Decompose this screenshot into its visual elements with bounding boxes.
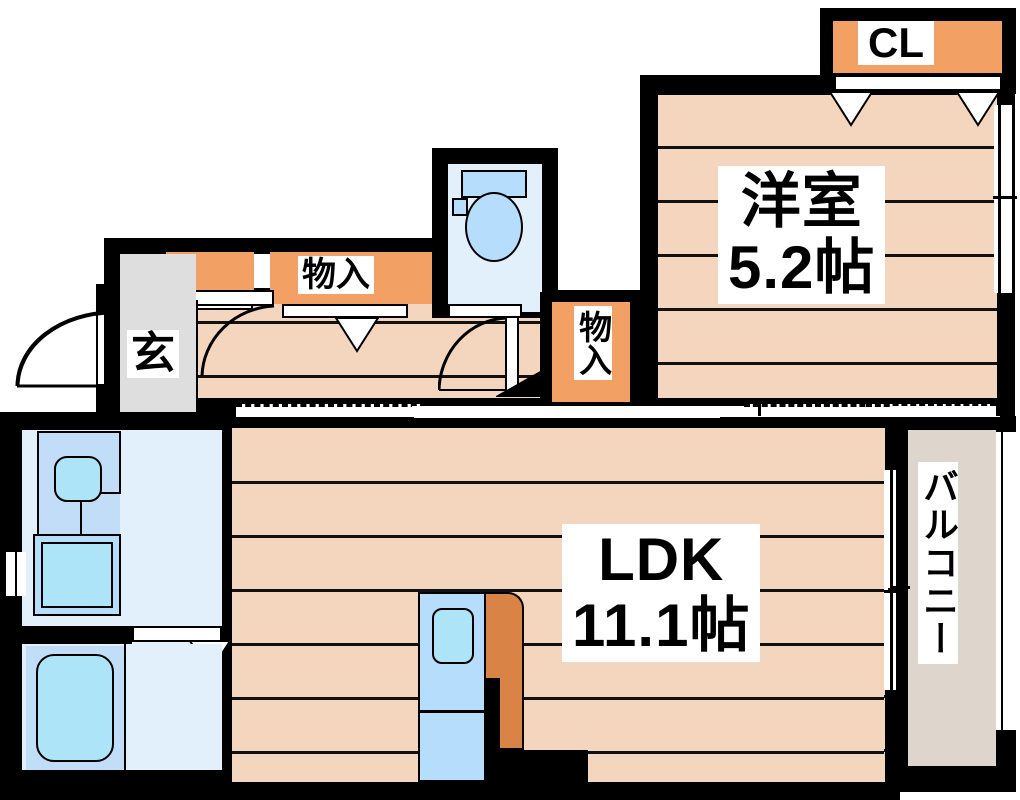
- balcony-rail-line-overlay: [1001, 432, 1003, 730]
- closet-cl-label: CL: [858, 21, 934, 65]
- bedroom-left-wall: [640, 75, 658, 415]
- bedroom-window-cross: [993, 196, 1017, 199]
- toilet-door-fold: [496, 368, 546, 398]
- toilet-handle: [452, 198, 468, 216]
- bedroom-sash-left[interactable]: [658, 406, 744, 417]
- closet-v-left: [828, 91, 874, 127]
- ldk-floor-fill: [232, 430, 884, 770]
- ldk-size-text: 11.1帖: [572, 592, 751, 659]
- closet-v-right: [955, 91, 1001, 127]
- bedroom-window-line-a: [998, 105, 1001, 293]
- washroom-window-line: [15, 552, 17, 596]
- balcony-tick: [890, 586, 910, 589]
- entry-jamb-top: [96, 284, 120, 312]
- entry-hall-divider: [196, 300, 198, 412]
- bedroom-name-text: 洋室: [740, 168, 863, 235]
- balcony-label-overlay: バルコニー: [918, 462, 959, 664]
- ldk-floor-planks: [232, 430, 884, 770]
- toilet-bowl-overlay: [465, 192, 523, 262]
- hall-door-left-arc-overlay: [198, 304, 276, 378]
- toilet-door-arc-overlay: [437, 316, 514, 396]
- kitchen-counter-foot: [484, 750, 588, 782]
- hall-left-top-wall: [104, 238, 254, 254]
- washroom-access-door[interactable]: [132, 626, 222, 642]
- entry-jamb-bottom: [96, 384, 120, 412]
- hall-top-wall-segment: [252, 238, 444, 254]
- bathroom-edge-line: [124, 644, 126, 770]
- washroom-left-wall: [0, 412, 20, 800]
- bedroom-size-text: 5.2帖: [728, 234, 876, 301]
- ldk-name-text: LDK: [598, 526, 725, 593]
- bedroom-sliding-door-overlay[interactable]: [744, 404, 892, 417]
- ldk-sliding-door-overlay[interactable]: [236, 404, 426, 417]
- hall-closet-overlay-label: 物入: [298, 256, 374, 294]
- vanity-outline: [37, 431, 123, 547]
- hall-closet-overlay-door[interactable]: [282, 304, 408, 318]
- side-closet-overlay-label: 物入: [574, 306, 612, 380]
- ldk-label-overlay: LDK 11.1帖: [562, 524, 761, 662]
- kitchen-sink-split: [418, 710, 486, 713]
- ldk-sash-overlay[interactable]: [412, 406, 720, 417]
- washroom-top-wall: [0, 412, 232, 430]
- washroom-bottom-wall: [0, 770, 232, 800]
- entrance-door-overlay[interactable]: [14, 310, 116, 390]
- bathtub-overlay: [36, 654, 114, 762]
- closet-door-strip[interactable]: [834, 75, 1002, 91]
- balcony-rail-overlay[interactable]: [996, 432, 1016, 730]
- entrance-door-frame: [96, 312, 98, 384]
- bath-divider-overlay: [16, 626, 132, 644]
- ldk-window-mullion: [884, 590, 900, 593]
- kitchen-sink-basin-overlay: [432, 608, 474, 664]
- hall-closet-overlay-v: [334, 317, 380, 353]
- washer-drum-overlay: [41, 542, 113, 608]
- entry-final-label: 玄: [127, 330, 179, 378]
- bedroom-label-overlay: 洋室 5.2帖: [718, 166, 886, 304]
- hall-door-right-overlay[interactable]: [448, 304, 522, 318]
- bedroom-sash-right[interactable]: [890, 406, 996, 417]
- bedroom-window-line-b: [1012, 105, 1015, 293]
- bedroom-door-mid-tick: [758, 400, 761, 416]
- ldk-window-frame: [890, 470, 893, 690]
